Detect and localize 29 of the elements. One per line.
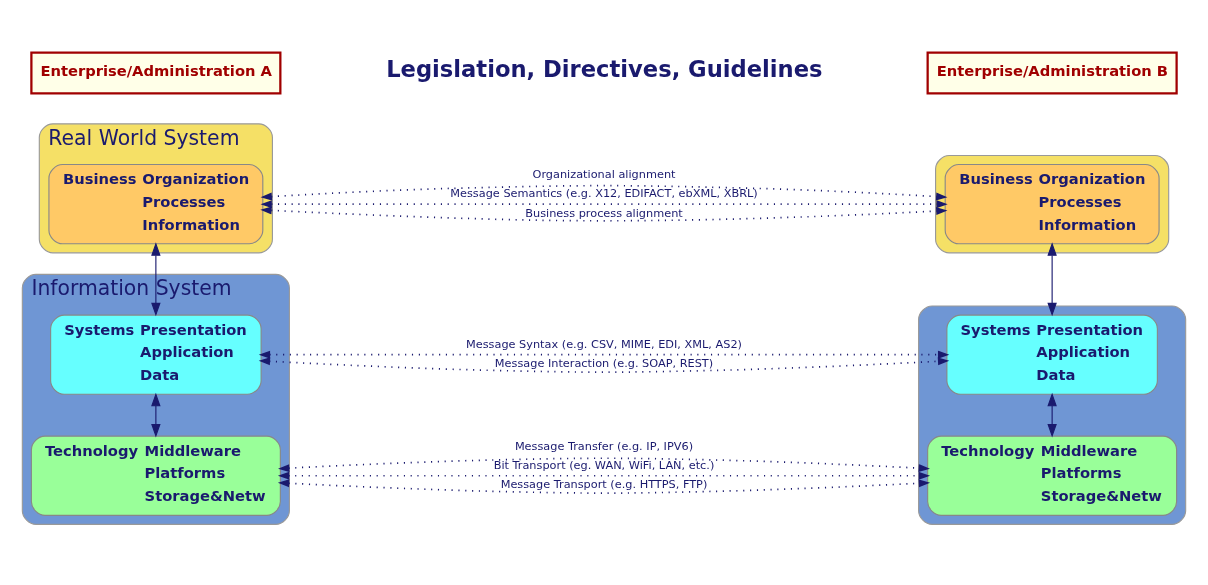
edge-label: Message Transport (e.g. HTTPS, FTP) <box>500 477 708 491</box>
node-box: Enterprise/Administration B <box>926 50 1178 94</box>
node-box: Enterprise/Administration A <box>30 50 282 94</box>
edge-label: Message Transfer (e.g. IP, IPV6) <box>514 439 694 453</box>
node-box: Business Organization Processes Information <box>944 163 1160 244</box>
arrow <box>1047 241 1057 316</box>
node-box: Systems Presentation Application Data <box>50 314 262 395</box>
arrow <box>277 471 931 480</box>
arrow <box>151 241 161 316</box>
edge-label: Business process alignment <box>525 206 683 220</box>
arrow <box>278 456 930 472</box>
arrow <box>258 356 950 373</box>
edge-label: Message Syntax (e.g. CSV, MIME, EDI, XML, AS2) <box>466 337 742 351</box>
node-box: Technology Middleware Platforms Storage&Netw <box>927 435 1178 516</box>
label: Legislation, Directives, Guidelines <box>386 55 823 82</box>
arrow <box>260 184 948 201</box>
arrow <box>1047 392 1057 438</box>
node-box: Technology Middleware Platforms Storage&Netw <box>30 435 281 516</box>
arrow <box>260 199 948 208</box>
node-box: Systems Presentation Application Data <box>946 314 1158 395</box>
edge-label: Message Interaction (e.g. SOAP, REST) <box>494 356 714 370</box>
arrow <box>258 350 950 359</box>
edge-label: Message Semantics (e.g. X12, EDIFACT, ebXML, XBRL) <box>450 186 758 200</box>
edge-label: Organizational alignment <box>532 167 676 181</box>
arrow <box>277 478 931 494</box>
arrow <box>151 392 161 438</box>
node-box: Business Organization Processes Information <box>48 163 264 244</box>
edge-label: Bit Transport (eg. WAN, WiFi, LAN, etc.) <box>493 458 715 472</box>
arrow <box>260 205 948 222</box>
